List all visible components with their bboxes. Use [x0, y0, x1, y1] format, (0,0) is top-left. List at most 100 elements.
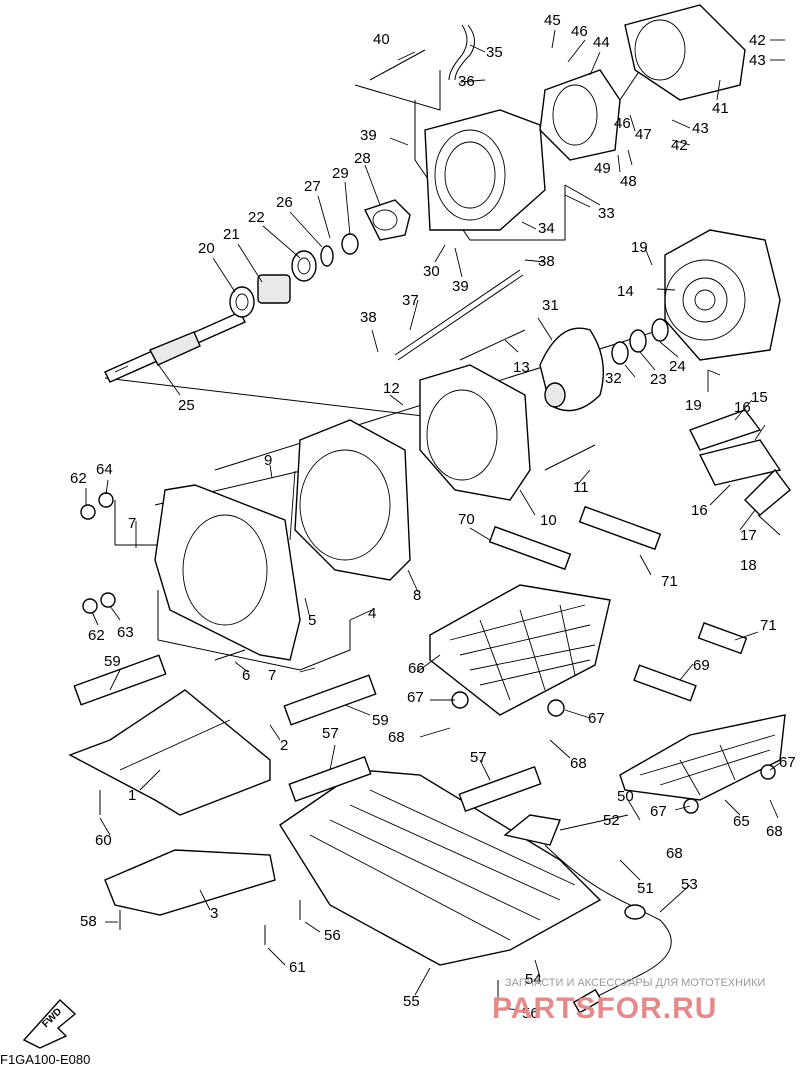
- callout-numbers: 1234567789101112131415161617181919202122…: [70, 12, 796, 1022]
- callout-37: 37: [402, 292, 419, 309]
- callout-43: 43: [692, 120, 709, 137]
- part-bolts: [80, 49, 781, 1005]
- callout-9: 9: [264, 452, 272, 469]
- watermark-caption: ЗАПЧАСТИ И АКСЕССУАРЫ ДЛЯ МОТОТЕХНИКИ: [505, 977, 765, 989]
- callout-10: 10: [540, 512, 557, 529]
- callout-67: 67: [650, 803, 667, 820]
- callout-25: 25: [178, 397, 195, 414]
- callout-26: 26: [276, 194, 293, 211]
- callout-69: 69: [693, 657, 710, 674]
- callout-13: 13: [513, 359, 530, 376]
- callout-34: 34: [538, 220, 555, 237]
- callout-38: 38: [360, 309, 377, 326]
- callout-6: 6: [242, 667, 250, 684]
- callout-7: 7: [268, 667, 276, 684]
- callout-21: 21: [223, 226, 240, 243]
- callout-46: 46: [571, 23, 588, 40]
- callout-19: 19: [685, 397, 702, 414]
- callout-11: 11: [573, 479, 589, 496]
- callout-8: 8: [413, 587, 421, 604]
- part-clamps: [73, 505, 748, 813]
- part-seals-32-24: [611, 318, 669, 365]
- watermark-site: PARTSFOR.RU: [492, 992, 717, 1025]
- callout-30: 30: [423, 263, 440, 280]
- callout-68: 68: [570, 755, 587, 772]
- callout-14: 14: [617, 283, 634, 300]
- callout-59: 59: [372, 712, 389, 729]
- part-nozzle-ring: [539, 69, 621, 161]
- callout-3: 3: [210, 905, 218, 922]
- callout-16: 16: [691, 502, 708, 519]
- callout-43: 43: [749, 52, 766, 69]
- callout-59: 59: [104, 653, 121, 670]
- callout-54: 54: [525, 971, 542, 988]
- part-impeller-housing: [664, 229, 781, 361]
- callout-57: 57: [322, 725, 339, 742]
- callout-40: 40: [373, 31, 390, 48]
- callout-56: 56: [324, 927, 341, 944]
- callout-24: 24: [669, 358, 686, 375]
- diagram-code: F1GA100-E080: [0, 1052, 90, 1067]
- callout-64: 64: [96, 461, 113, 478]
- callout-20: 20: [198, 240, 215, 257]
- part-plate-65: [619, 714, 786, 801]
- callout-58: 58: [80, 913, 97, 930]
- callout-5: 5: [308, 612, 316, 629]
- callout-62: 62: [70, 470, 87, 487]
- callout-23: 23: [650, 371, 667, 388]
- callout-31: 31: [542, 297, 559, 314]
- callout-47: 47: [635, 126, 652, 143]
- callout-51: 51: [637, 880, 654, 897]
- fwd-arrow: FWD: [22, 999, 77, 1049]
- part-ride-plate-55: [279, 769, 602, 966]
- callout-68: 68: [666, 845, 683, 862]
- callout-38: 38: [538, 253, 555, 270]
- part-impeller: [539, 327, 605, 412]
- callout-50: 50: [617, 788, 634, 805]
- callout-70: 70: [458, 511, 475, 528]
- callout-41: 41: [712, 100, 729, 117]
- callout-17: 17: [740, 527, 757, 544]
- callout-7: 7: [128, 515, 136, 532]
- callout-27: 27: [304, 178, 321, 195]
- part-drive-shaft: [104, 311, 246, 383]
- part-bracket-3: [104, 849, 276, 916]
- callout-2: 2: [280, 737, 288, 754]
- callout-19: 19: [631, 239, 648, 256]
- callout-49: 49: [594, 160, 611, 177]
- callout-71: 71: [661, 573, 678, 590]
- callout-67: 67: [779, 754, 796, 771]
- part-hose-35-37: [394, 24, 524, 361]
- callout-48: 48: [620, 173, 637, 190]
- callout-56: 56: [522, 1005, 539, 1022]
- callout-55: 55: [403, 993, 420, 1010]
- callout-32: 32: [605, 370, 622, 387]
- callout-68: 68: [766, 823, 783, 840]
- callout-15: 15: [751, 389, 768, 406]
- callout-52: 52: [603, 812, 620, 829]
- part-steering-nozzle: [624, 4, 746, 101]
- callout-67: 67: [407, 689, 424, 706]
- callout-46: 46: [614, 115, 631, 132]
- callout-42: 42: [749, 32, 766, 49]
- callout-44: 44: [593, 34, 610, 51]
- callout-39: 39: [360, 127, 377, 144]
- callout-33: 33: [598, 205, 615, 222]
- callout-18: 18: [740, 557, 757, 574]
- callout-35: 35: [486, 44, 503, 61]
- callout-62: 62: [88, 627, 105, 644]
- callout-39: 39: [452, 278, 469, 295]
- callout-65: 65: [733, 813, 750, 830]
- callout-42: 42: [671, 137, 688, 154]
- callout-53: 53: [681, 876, 698, 893]
- part-bearings: [229, 233, 359, 318]
- callout-68: 68: [388, 729, 405, 746]
- callout-60: 60: [95, 832, 112, 849]
- callout-61: 61: [289, 959, 306, 976]
- callout-71: 71: [760, 617, 777, 634]
- callout-36: 36: [458, 73, 475, 90]
- callout-12: 12: [383, 380, 400, 397]
- callout-1: 1: [128, 787, 136, 804]
- part-grate-66: [429, 584, 611, 716]
